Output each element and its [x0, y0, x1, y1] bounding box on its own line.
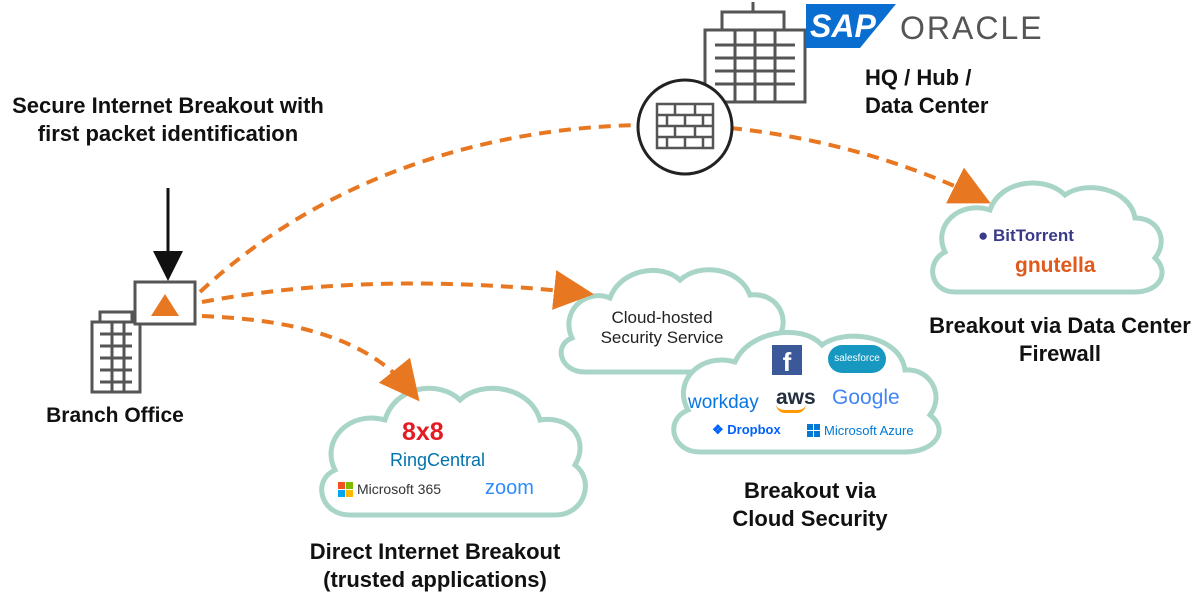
8x8-logo: 8x8 [402, 418, 444, 446]
bittorrent-logo: ● BitTorrent [978, 226, 1074, 245]
hq-label: HQ / Hub / Data Center [865, 65, 989, 118]
aws-smile-icon [776, 404, 806, 413]
arrow-to-trusted-apps [201, 314, 420, 402]
facebook-logo: f [772, 345, 802, 377]
google-logo: Google [832, 386, 900, 409]
breakout-title: Secure Internet Breakout with first pack… [12, 93, 324, 146]
azure-logo: Microsoft Azure [807, 423, 914, 438]
direct-breakout-label: Direct Internet Breakout (trusted applic… [309, 539, 561, 592]
branch-office-label: Branch Office [46, 404, 184, 427]
windows-icon [338, 481, 353, 497]
firewall-icon [636, 78, 734, 176]
cloud-hosted-label: Cloud-hosted Security Service [600, 308, 724, 347]
aws-logo: aws [776, 386, 816, 413]
microsoft365-logo: Microsoft 365 [338, 481, 441, 497]
workday-logo: workday [688, 392, 759, 413]
sap-logo-shape [806, 4, 896, 48]
bittorrent-icon: ● [978, 226, 989, 245]
dc-firewall-label: Breakout via Data Center Firewall [929, 313, 1191, 366]
dropbox-icon: ❖ [712, 422, 724, 437]
arrow-to-cloud-security [201, 270, 594, 310]
zoom-logo: zoom [485, 477, 534, 499]
salesforce-logo: salesforce [828, 345, 886, 373]
cloud-security-label: Breakout via Cloud Security [732, 478, 888, 531]
dropbox-logo: ❖ Dropbox [712, 422, 781, 437]
appliance-icon [133, 280, 197, 326]
ringcentral-logo: RingCentral [390, 450, 486, 470]
hq-building-icon [703, 2, 807, 104]
arrow-firewall-to-dc-cloud [729, 126, 991, 204]
branch-building-icon [90, 310, 142, 394]
cloud-trusted-apps [319, 385, 588, 518]
gnutella-logo: gnutella [1015, 254, 1096, 277]
oracle-logo: ORACLE [900, 10, 1044, 46]
sap-logo: SAP [810, 8, 876, 44]
windows-icon [807, 424, 820, 437]
cloud-data-center [930, 180, 1165, 295]
arrow-to-firewall [198, 123, 641, 294]
